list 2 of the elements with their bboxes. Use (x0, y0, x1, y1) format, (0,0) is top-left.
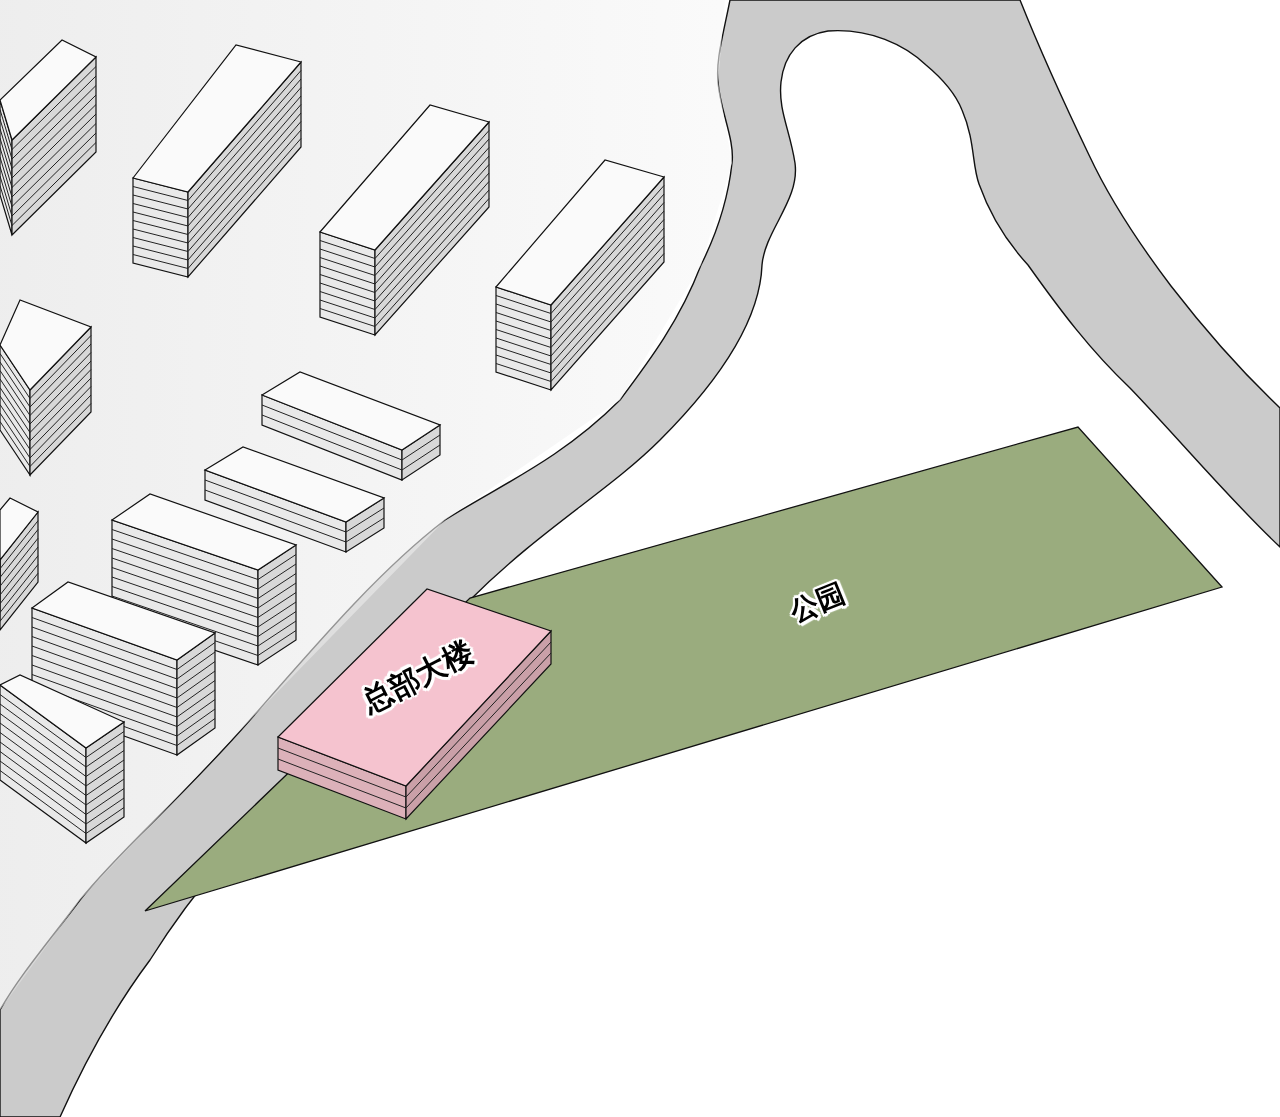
area-label: 公园 (784, 575, 851, 631)
area-label: 总部大楼 (355, 632, 480, 721)
